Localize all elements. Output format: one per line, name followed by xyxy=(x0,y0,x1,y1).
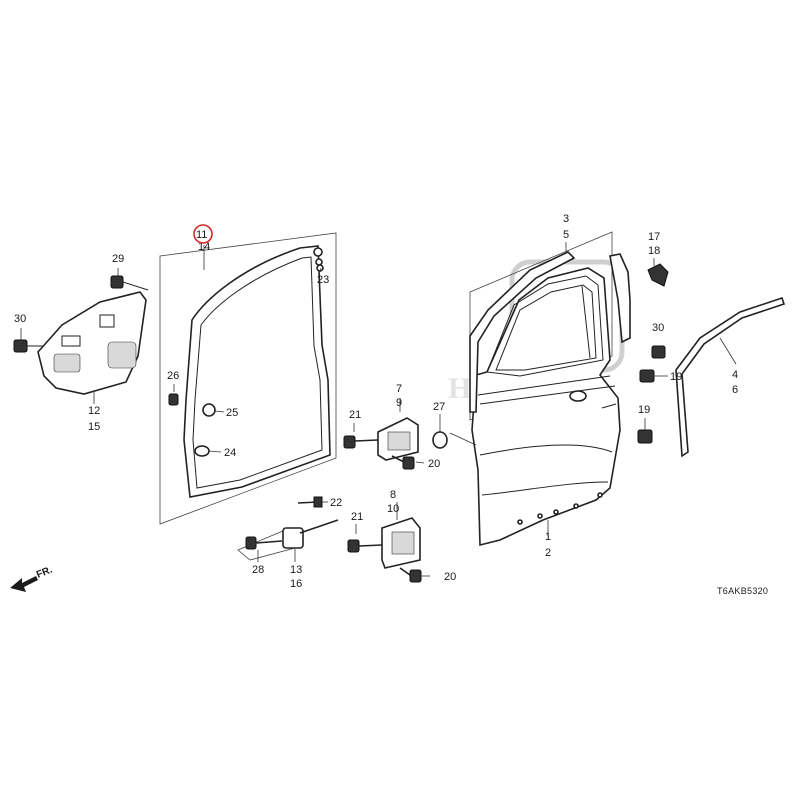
bolt-20-upper[interactable] xyxy=(391,455,415,470)
callout-27: 27 xyxy=(433,401,445,413)
callout-14: 14 xyxy=(198,241,210,253)
bolt-22[interactable] xyxy=(297,496,328,508)
callout-17: 17 xyxy=(648,231,660,243)
callout-30-right: 30 xyxy=(652,322,664,334)
rear-sash-garnish[interactable] xyxy=(609,253,631,344)
callout-20-upper: 20 xyxy=(428,458,440,470)
door-checker[interactable] xyxy=(282,519,339,549)
callout-21-lower: 21 xyxy=(351,511,363,523)
callout-10: 10 xyxy=(387,503,399,515)
callout-6: 6 xyxy=(732,384,738,396)
sash-molding[interactable] xyxy=(469,251,576,413)
callout-13: 13 xyxy=(290,564,302,576)
callout-1: 1 xyxy=(545,531,551,543)
callout-26: 26 xyxy=(167,370,179,382)
bolt-21-upper[interactable] xyxy=(343,435,379,449)
callout-8: 8 xyxy=(390,489,396,501)
clip-24[interactable] xyxy=(194,445,222,457)
callout-29: 29 xyxy=(112,253,124,265)
callout-20-lower: 20 xyxy=(444,571,456,583)
front-direction-indicator: FR. xyxy=(10,564,54,592)
callout-28: 28 xyxy=(252,564,264,576)
callout-2: 2 xyxy=(545,547,551,559)
door-opening-weatherstrip[interactable] xyxy=(183,245,331,498)
callout-19-lower: 19 xyxy=(638,404,650,416)
upper-hinge[interactable] xyxy=(377,417,419,461)
direction-label: FR. xyxy=(35,564,54,580)
reference-code: T6AKB5320 xyxy=(717,586,768,596)
front-arrow-icon xyxy=(10,576,38,592)
plug-27[interactable] xyxy=(432,414,448,449)
bolt-21-lower[interactable] xyxy=(347,539,383,553)
upper-hinge-group xyxy=(343,398,425,470)
highlight-ring xyxy=(193,224,213,244)
nut-30-left[interactable] xyxy=(13,339,44,353)
callout-9: 9 xyxy=(396,397,402,409)
callout-21-upper: 21 xyxy=(349,409,361,421)
callout-5: 5 xyxy=(563,229,569,241)
callout-7: 7 xyxy=(396,383,402,395)
callout-16: 16 xyxy=(290,578,302,590)
door-hole-seal-group xyxy=(20,268,147,404)
nut-30-right[interactable] xyxy=(651,345,666,359)
callout-18: 18 xyxy=(648,245,660,257)
clip-23[interactable] xyxy=(315,258,323,266)
nut-29[interactable] xyxy=(110,275,149,291)
nut-19-lower[interactable] xyxy=(637,418,653,444)
outer-molding[interactable] xyxy=(675,296,786,458)
callout-15: 15 xyxy=(88,421,100,433)
callout-25: 25 xyxy=(226,407,238,419)
door-opening-weatherstrip-group xyxy=(159,232,337,525)
bolt-20-lower[interactable] xyxy=(399,567,422,583)
clip-25[interactable] xyxy=(202,403,225,417)
bolt-28[interactable] xyxy=(245,536,283,550)
sash-molding-group xyxy=(469,242,631,413)
fastener-26[interactable] xyxy=(168,384,179,406)
callout-labels: 11 14 29 30 12 15 23 26 25 24 22 28 13 1… xyxy=(14,213,738,590)
callout-12: 12 xyxy=(88,405,100,417)
callout-3: 3 xyxy=(563,213,569,225)
front-door-panel-group xyxy=(449,231,621,547)
callout-11: 11 xyxy=(196,229,207,241)
lower-hinge-group xyxy=(347,502,430,583)
lower-hinge[interactable] xyxy=(381,517,421,569)
callout-19-upper: 19 xyxy=(670,371,682,383)
nut-19-upper[interactable] xyxy=(639,369,668,383)
callout-23: 23 xyxy=(317,274,329,286)
callout-24: 24 xyxy=(224,447,236,459)
callout-22: 22 xyxy=(330,497,342,509)
outer-molding-group xyxy=(675,296,786,458)
door-checker-group xyxy=(237,496,339,562)
callout-30-left: 30 xyxy=(14,313,26,325)
callout-4: 4 xyxy=(732,369,738,381)
clip-17-18[interactable] xyxy=(647,258,669,287)
